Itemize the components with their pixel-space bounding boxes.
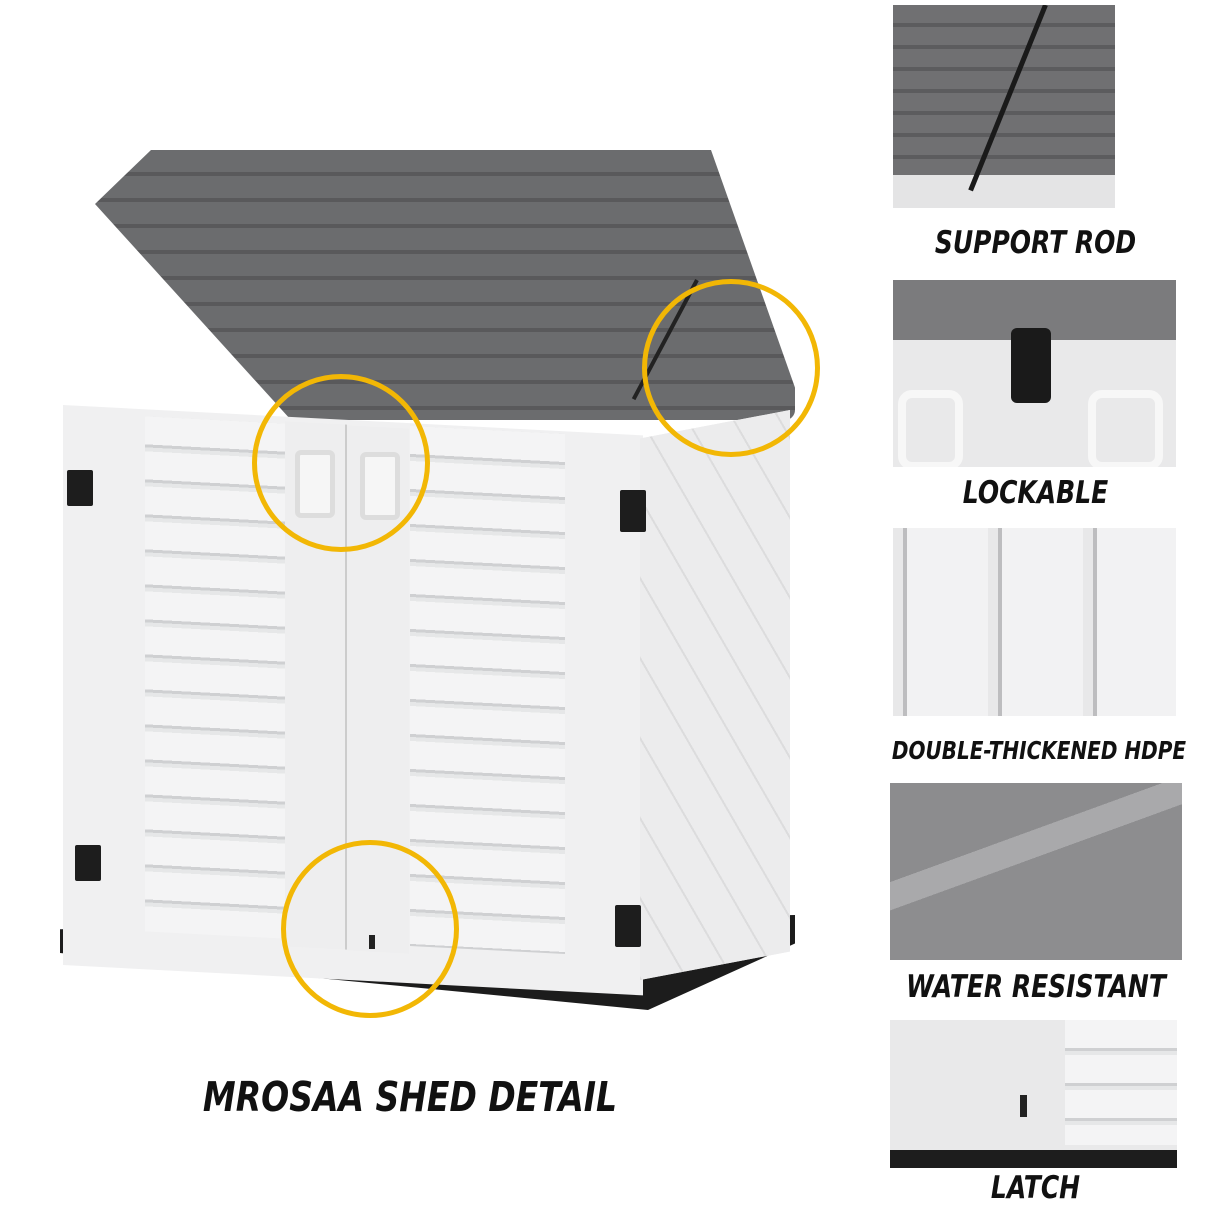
- main-title: MROSAA SHED DETAIL: [202, 1072, 618, 1121]
- hinge: [620, 490, 646, 532]
- detail-label-hdpe: DOUBLE-THICKENED HDPE: [891, 735, 1187, 765]
- latch-icon: [1020, 1095, 1027, 1117]
- lock-hasp-icon: [1011, 328, 1051, 403]
- detail-image-support-rod: [893, 5, 1115, 208]
- detail-image-hdpe: [893, 528, 1176, 716]
- shed-side: [640, 410, 790, 980]
- detail-image-water-resistant: [890, 783, 1182, 960]
- highlight-circle-lockable: [252, 374, 430, 552]
- highlight-circle-latch: [281, 840, 459, 1018]
- hinge: [67, 470, 93, 506]
- detail-label-lockable: LOCKABLE: [962, 474, 1109, 511]
- detail-image-lockable: [893, 280, 1176, 467]
- hinge: [75, 845, 101, 881]
- highlight-circle-support-rod: [642, 279, 820, 457]
- detail-image-latch: [890, 1020, 1177, 1168]
- support-rod: [968, 5, 1048, 192]
- detail-label-support-rod: SUPPORT ROD: [934, 224, 1137, 261]
- detail-label-latch: LATCH: [990, 1169, 1081, 1206]
- hinge: [615, 905, 641, 947]
- detail-label-water-resistant: WATER RESISTANT: [906, 968, 1166, 1005]
